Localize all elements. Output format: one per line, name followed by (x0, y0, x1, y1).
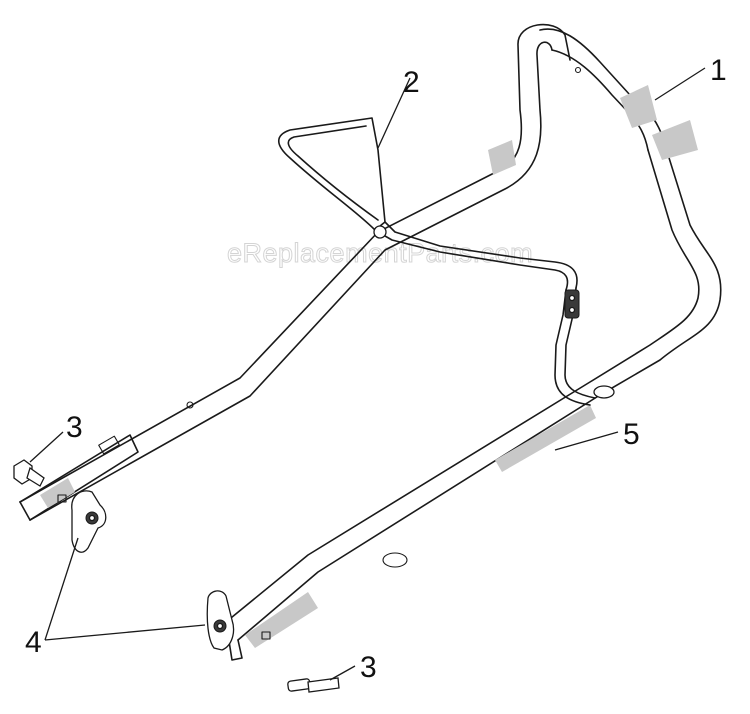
leader-lines (29, 67, 706, 681)
callout-label-4: 4 (25, 626, 42, 659)
upper-handle[interactable] (19, 23, 722, 661)
callout-label-1: 1 (710, 54, 727, 87)
callout-label-3-left: 3 (66, 411, 83, 444)
bail[interactable] (277, 117, 578, 291)
bolt-right[interactable] (287, 677, 340, 693)
callout-label-2: 2 (403, 66, 420, 99)
bolt-left[interactable] (13, 459, 45, 487)
callout-label-3-right: 3 (360, 651, 377, 684)
cable[interactable] (554, 287, 615, 406)
callout-label-5: 5 (623, 418, 640, 451)
knob-right[interactable] (206, 590, 235, 651)
knob-left[interactable] (71, 490, 107, 553)
